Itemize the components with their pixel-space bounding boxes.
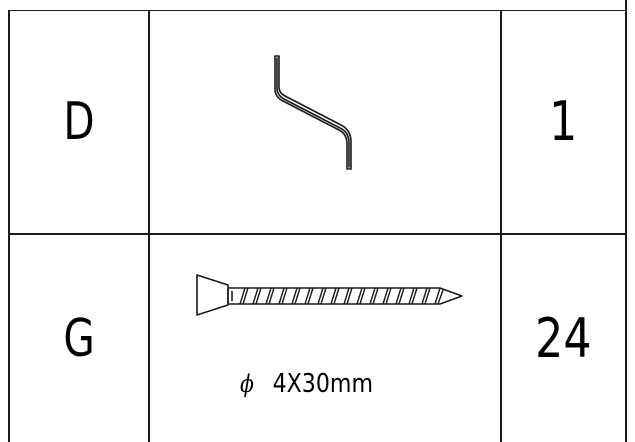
table-column-divider-1 <box>148 10 150 442</box>
table-top-border <box>8 10 627 11</box>
table-right-border <box>625 0 627 442</box>
table-row-part-cell: G <box>10 235 148 442</box>
part-label: G <box>63 308 95 369</box>
table-row-quantity-cell: 1 <box>502 11 625 233</box>
hex-key-icon <box>274 55 352 170</box>
quantity-value: 1 <box>549 90 578 153</box>
table-row-quantity-cell: 24 <box>502 235 625 442</box>
screw-spec-label: ϕ 4X30mm <box>240 366 410 402</box>
table-row-divider <box>8 233 627 235</box>
table-row-image-cell <box>150 235 500 442</box>
table-column-divider-2 <box>500 10 502 442</box>
table-row-part-cell: D <box>10 11 148 233</box>
table-left-border <box>8 10 10 442</box>
diameter-symbol: ϕ <box>240 370 254 398</box>
screw-size: 4X30mm <box>272 369 373 399</box>
quantity-value: 24 <box>535 306 592 370</box>
countersunk-screw-icon <box>196 274 463 316</box>
part-label: D <box>63 92 95 152</box>
table-row-image-cell <box>150 11 500 233</box>
